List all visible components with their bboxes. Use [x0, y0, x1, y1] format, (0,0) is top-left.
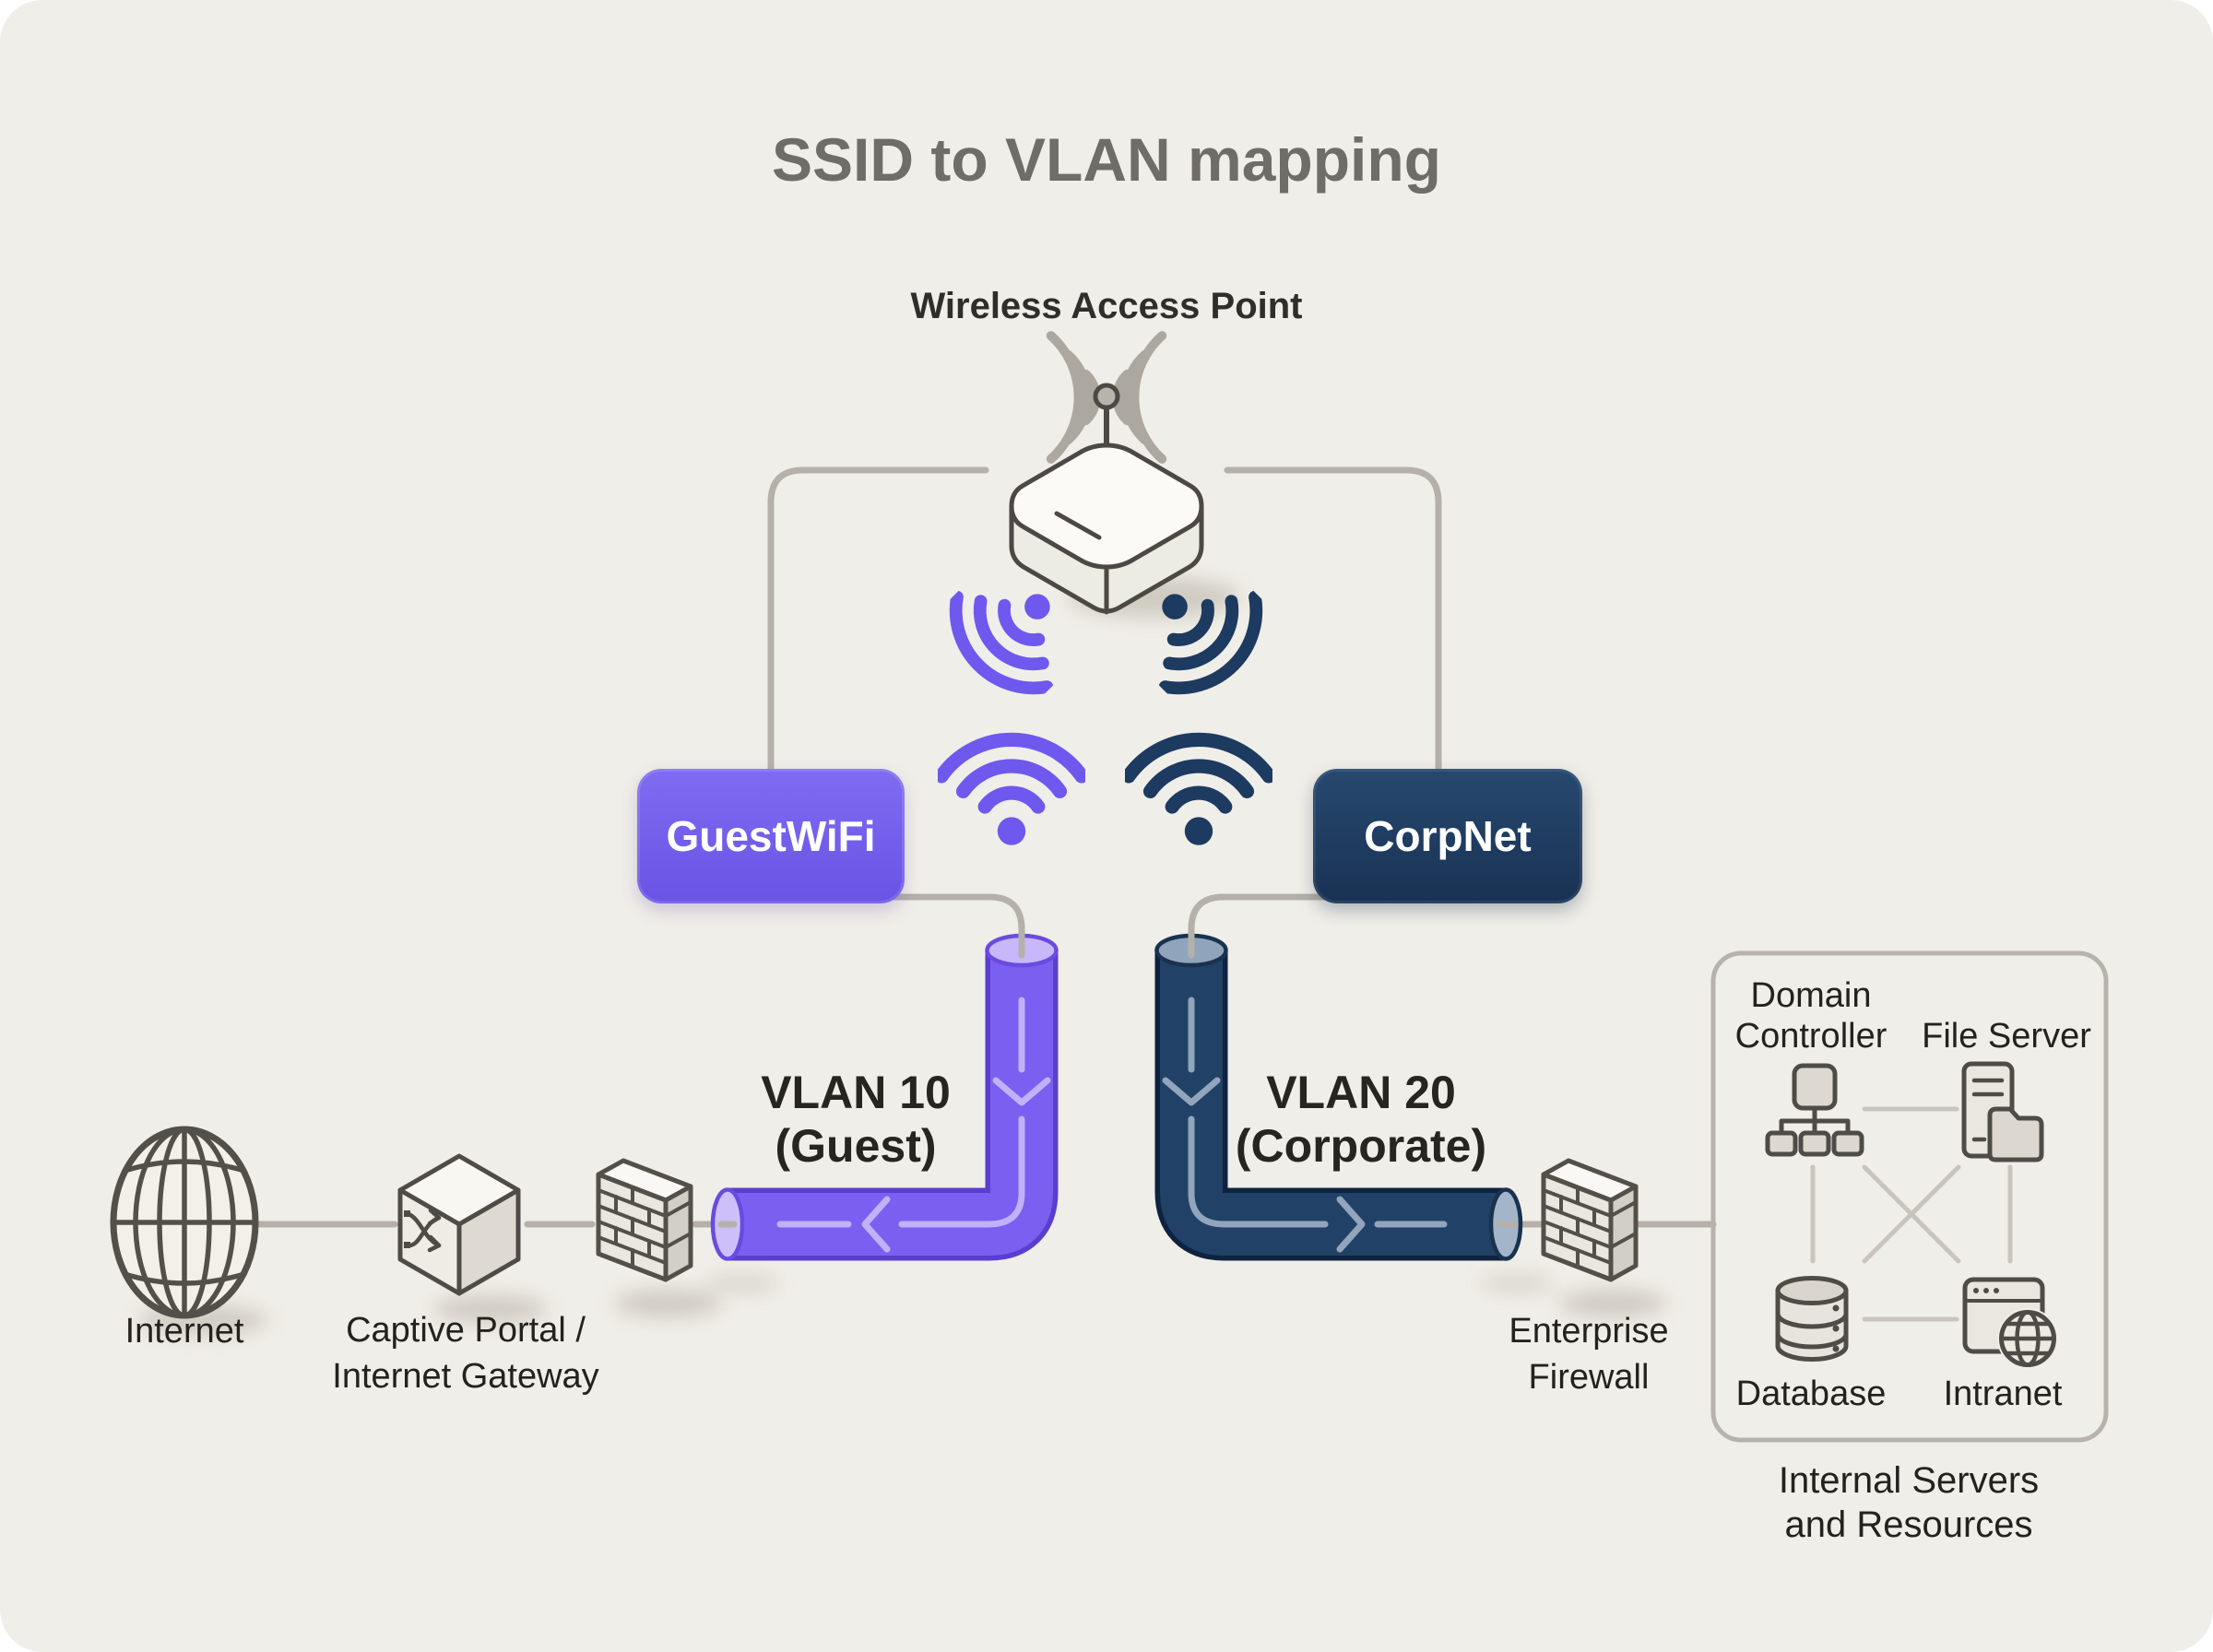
enterprise-firewall-label: Enterprise Firewall: [1509, 1308, 1668, 1400]
internal-box-caption-line2: and Resources: [1784, 1504, 2033, 1545]
vlan20-flow-arrows: [1162, 997, 1448, 1253]
gateway-label-line1: Captive Portal /: [346, 1311, 586, 1350]
gateway-label: Captive Portal / Internet Gateway: [332, 1307, 598, 1399]
internal-box-caption: Internal Servers and Resources: [1779, 1458, 2039, 1547]
vlan20-label: VLAN 20 (Corporate): [1236, 1066, 1486, 1173]
gateway-switch-icon: [397, 1153, 521, 1296]
enterprise-firewall-line2: Firewall: [1528, 1358, 1650, 1397]
enterprise-firewall-line1: Enterprise: [1509, 1312, 1669, 1351]
guest-firewall-icon: [598, 1161, 691, 1280]
ssid-guest-label: GuestWiFi: [666, 812, 876, 860]
vlan20-name: VLAN 20: [1266, 1067, 1456, 1118]
domain-controller-icon: [1765, 1063, 1864, 1157]
intranet-browser-icon: [1962, 1277, 2058, 1369]
small-globe-icon: [1999, 1310, 2056, 1367]
folder-icon: [1987, 1106, 2044, 1162]
corp-wifi-icon: [1129, 739, 1269, 844]
vlan20-pipe: [1154, 922, 1523, 1261]
database-label: Database: [1735, 1375, 1887, 1413]
internet-globe-icon: [110, 1126, 259, 1319]
vlan20-qualifier: (Corporate): [1235, 1120, 1487, 1172]
database-icon: [1775, 1276, 1849, 1362]
page-title: SSID to VLAN mapping: [772, 125, 1441, 194]
guest-wifi-icon: [941, 739, 1082, 844]
domain-controller-line1: Domain: [1750, 976, 1872, 1015]
enterprise-firewall-icon: [1544, 1161, 1636, 1280]
ssid-badge-corpnet: CorpNet: [1313, 769, 1582, 903]
vlan10-label: VLAN 10 (Guest): [761, 1066, 951, 1173]
vlan10-qualifier: (Guest): [775, 1120, 937, 1172]
wireless-access-point-icon: [1009, 331, 1204, 615]
internet-label: Internet: [124, 1312, 244, 1351]
ssid-corp-label: CorpNet: [1364, 812, 1532, 860]
file-server-icon: [1961, 1061, 2044, 1162]
domain-controller-line2: Controller: [1734, 1017, 1888, 1056]
internal-servers-box: [1710, 950, 2109, 1443]
vlan10-pipe: [710, 922, 1059, 1261]
domain-controller-label: Domain Controller: [1735, 975, 1888, 1056]
radio-waves-icon: [1046, 331, 1167, 464]
gateway-label-line2: Internet Gateway: [332, 1357, 599, 1396]
access-point-label: Wireless Access Point: [910, 286, 1303, 326]
crossed-arrows-icon: [406, 1208, 442, 1253]
file-server-label: File Server: [1922, 1017, 2091, 1056]
internal-mesh-lines: [1810, 1106, 2013, 1322]
ssid-badge-guestwifi: GuestWiFi: [637, 769, 905, 903]
internal-box-caption-line1: Internal Servers: [1778, 1460, 2040, 1501]
vlan10-flow-arrows: [776, 997, 1051, 1253]
vlan10-name: VLAN 10: [761, 1067, 951, 1118]
intranet-label: Intranet: [1943, 1375, 2063, 1413]
